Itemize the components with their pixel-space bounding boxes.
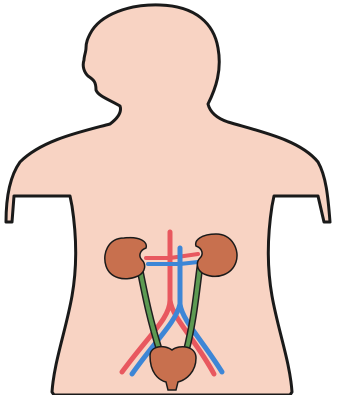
right-kidney: [196, 234, 237, 276]
body-silhouette: [6, 5, 330, 395]
left-kidney: [105, 238, 147, 279]
right-renal-vein: [180, 262, 198, 264]
